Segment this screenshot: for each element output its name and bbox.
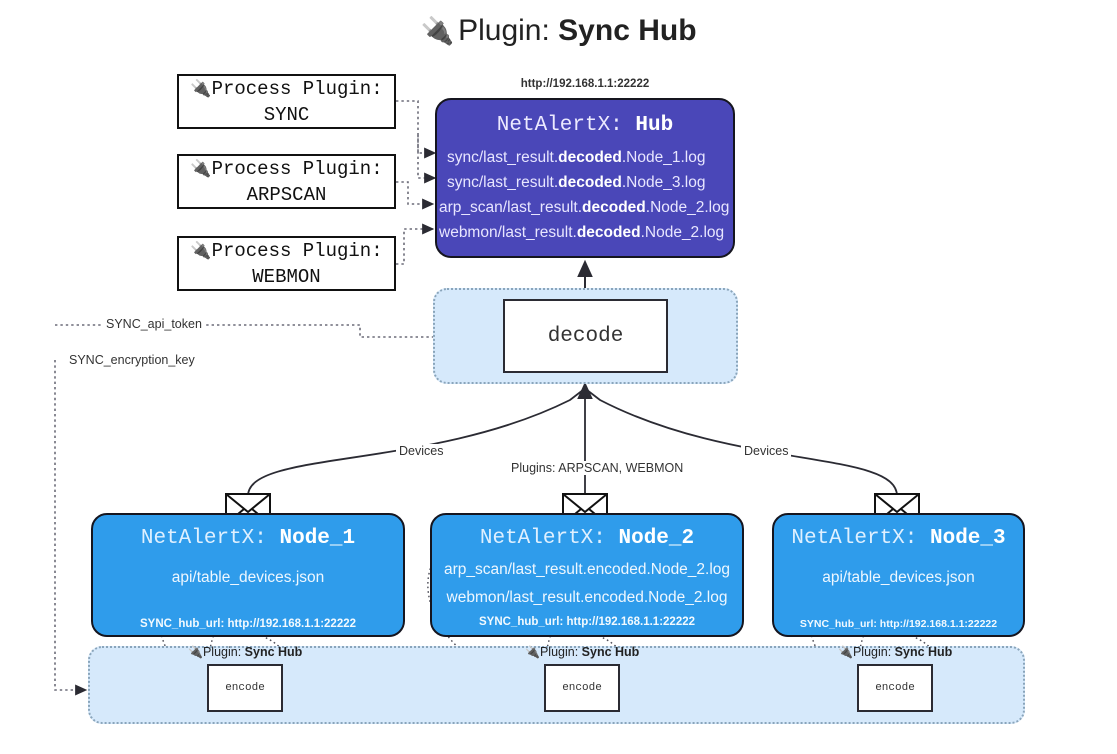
sync-encryption-key-label: SYNC_encryption_key — [66, 353, 198, 367]
hub-url-label: http://192.168.1.1:22222 — [520, 78, 650, 90]
devices-label-right: Devices — [741, 444, 792, 458]
hub-title: NetAlertX: Hub — [437, 114, 733, 137]
node-line: api/table_devices.json — [822, 569, 975, 586]
hub-title-prefix: NetAlertX: — [496, 114, 623, 137]
encoder-plugin-label-1: 🔌Plugin: Sync Hub — [188, 645, 303, 659]
node-box-node-2[interactable]: NetAlertX: Node_2 arp_scan/last_result.e… — [430, 513, 744, 637]
sync-api-token-label: SYNC_api_token — [103, 317, 205, 331]
process-plugin-box-sync[interactable]: 🔌Process Plugin: SYNC — [177, 74, 396, 129]
node-title: NetAlertX: Node_3 — [791, 527, 1006, 550]
devices-label-left: Devices — [396, 444, 447, 458]
process-plugin-value: WEBMON — [252, 265, 321, 288]
node-title: NetAlertX: Node_1 — [140, 527, 356, 550]
process-plugin-value: SYNC — [263, 103, 310, 126]
hub-log-row: webmon/last_result.decoded.Node_2.log — [439, 224, 725, 241]
encoder-plugin-label-3: 🔌Plugin: Sync Hub — [838, 645, 953, 659]
plug-icon: 🔌 — [190, 240, 212, 261]
plug-icon: 🔌 — [838, 645, 853, 659]
node-title: NetAlertX: Node_2 — [479, 527, 695, 550]
encoder-plugin-label-2: 🔌Plugin: Sync Hub — [525, 645, 640, 659]
node-foot: SYNC_hub_url: http://192.168.1.1:22222 — [799, 618, 998, 630]
plug-icon: 🔌 — [420, 16, 455, 46]
node-line: api/table_devices.json — [171, 569, 325, 586]
page-title-prefix: Plugin: — [458, 14, 550, 47]
node-line: arp_scan/last_result.encoded.Node_2.log — [443, 561, 731, 578]
process-plugin-value: ARPSCAN — [246, 183, 327, 206]
process-plugin-box-webmon[interactable]: 🔌Process Plugin: WEBMON — [177, 236, 396, 291]
encode-box-1[interactable]: encode — [207, 664, 283, 712]
plugins-label-mid: Plugins: ARPSCAN, WEBMON — [508, 461, 687, 475]
plug-icon: 🔌 — [190, 78, 212, 99]
plug-icon: 🔌 — [190, 158, 212, 179]
process-plugin-label: Process Plugin: — [211, 239, 383, 262]
hub-box[interactable]: NetAlertX: Hub sync/last_result.decoded.… — [435, 98, 735, 258]
process-plugin-label: Process Plugin: — [211, 157, 383, 180]
hub-log-row: arp_scan/last_result.decoded.Node_2.log — [439, 199, 730, 216]
page-title-name: Sync Hub — [558, 14, 697, 47]
plug-icon: 🔌 — [525, 645, 540, 659]
process-plugin-label: Process Plugin: — [211, 77, 383, 100]
process-plugin-box-arpscan[interactable]: 🔌Process Plugin: ARPSCAN — [177, 154, 396, 209]
decode-box[interactable]: decode — [503, 299, 668, 373]
hub-log-row: sync/last_result.decoded.Node_3.log — [447, 174, 706, 191]
node-foot: SYNC_hub_url: http://192.168.1.1:22222 — [478, 616, 696, 628]
node-box-node-1[interactable]: NetAlertX: Node_1 api/table_devices.json… — [91, 513, 405, 637]
encode-box-3[interactable]: encode — [857, 664, 933, 712]
node-box-node-3[interactable]: NetAlertX: Node_3 api/table_devices.json… — [772, 513, 1025, 637]
hub-title-name: Hub — [635, 114, 674, 137]
hub-log-row: sync/last_result.decoded.Node_1.log — [447, 149, 706, 166]
node-foot: SYNC_hub_url: http://192.168.1.1:22222 — [139, 618, 357, 630]
plug-icon: 🔌 — [188, 645, 203, 659]
node-line: webmon/last_result.encoded.Node_2.log — [446, 589, 728, 606]
page-title: 🔌Plugin: Sync Hub — [0, 14, 1117, 48]
encode-box-2[interactable]: encode — [544, 664, 620, 712]
